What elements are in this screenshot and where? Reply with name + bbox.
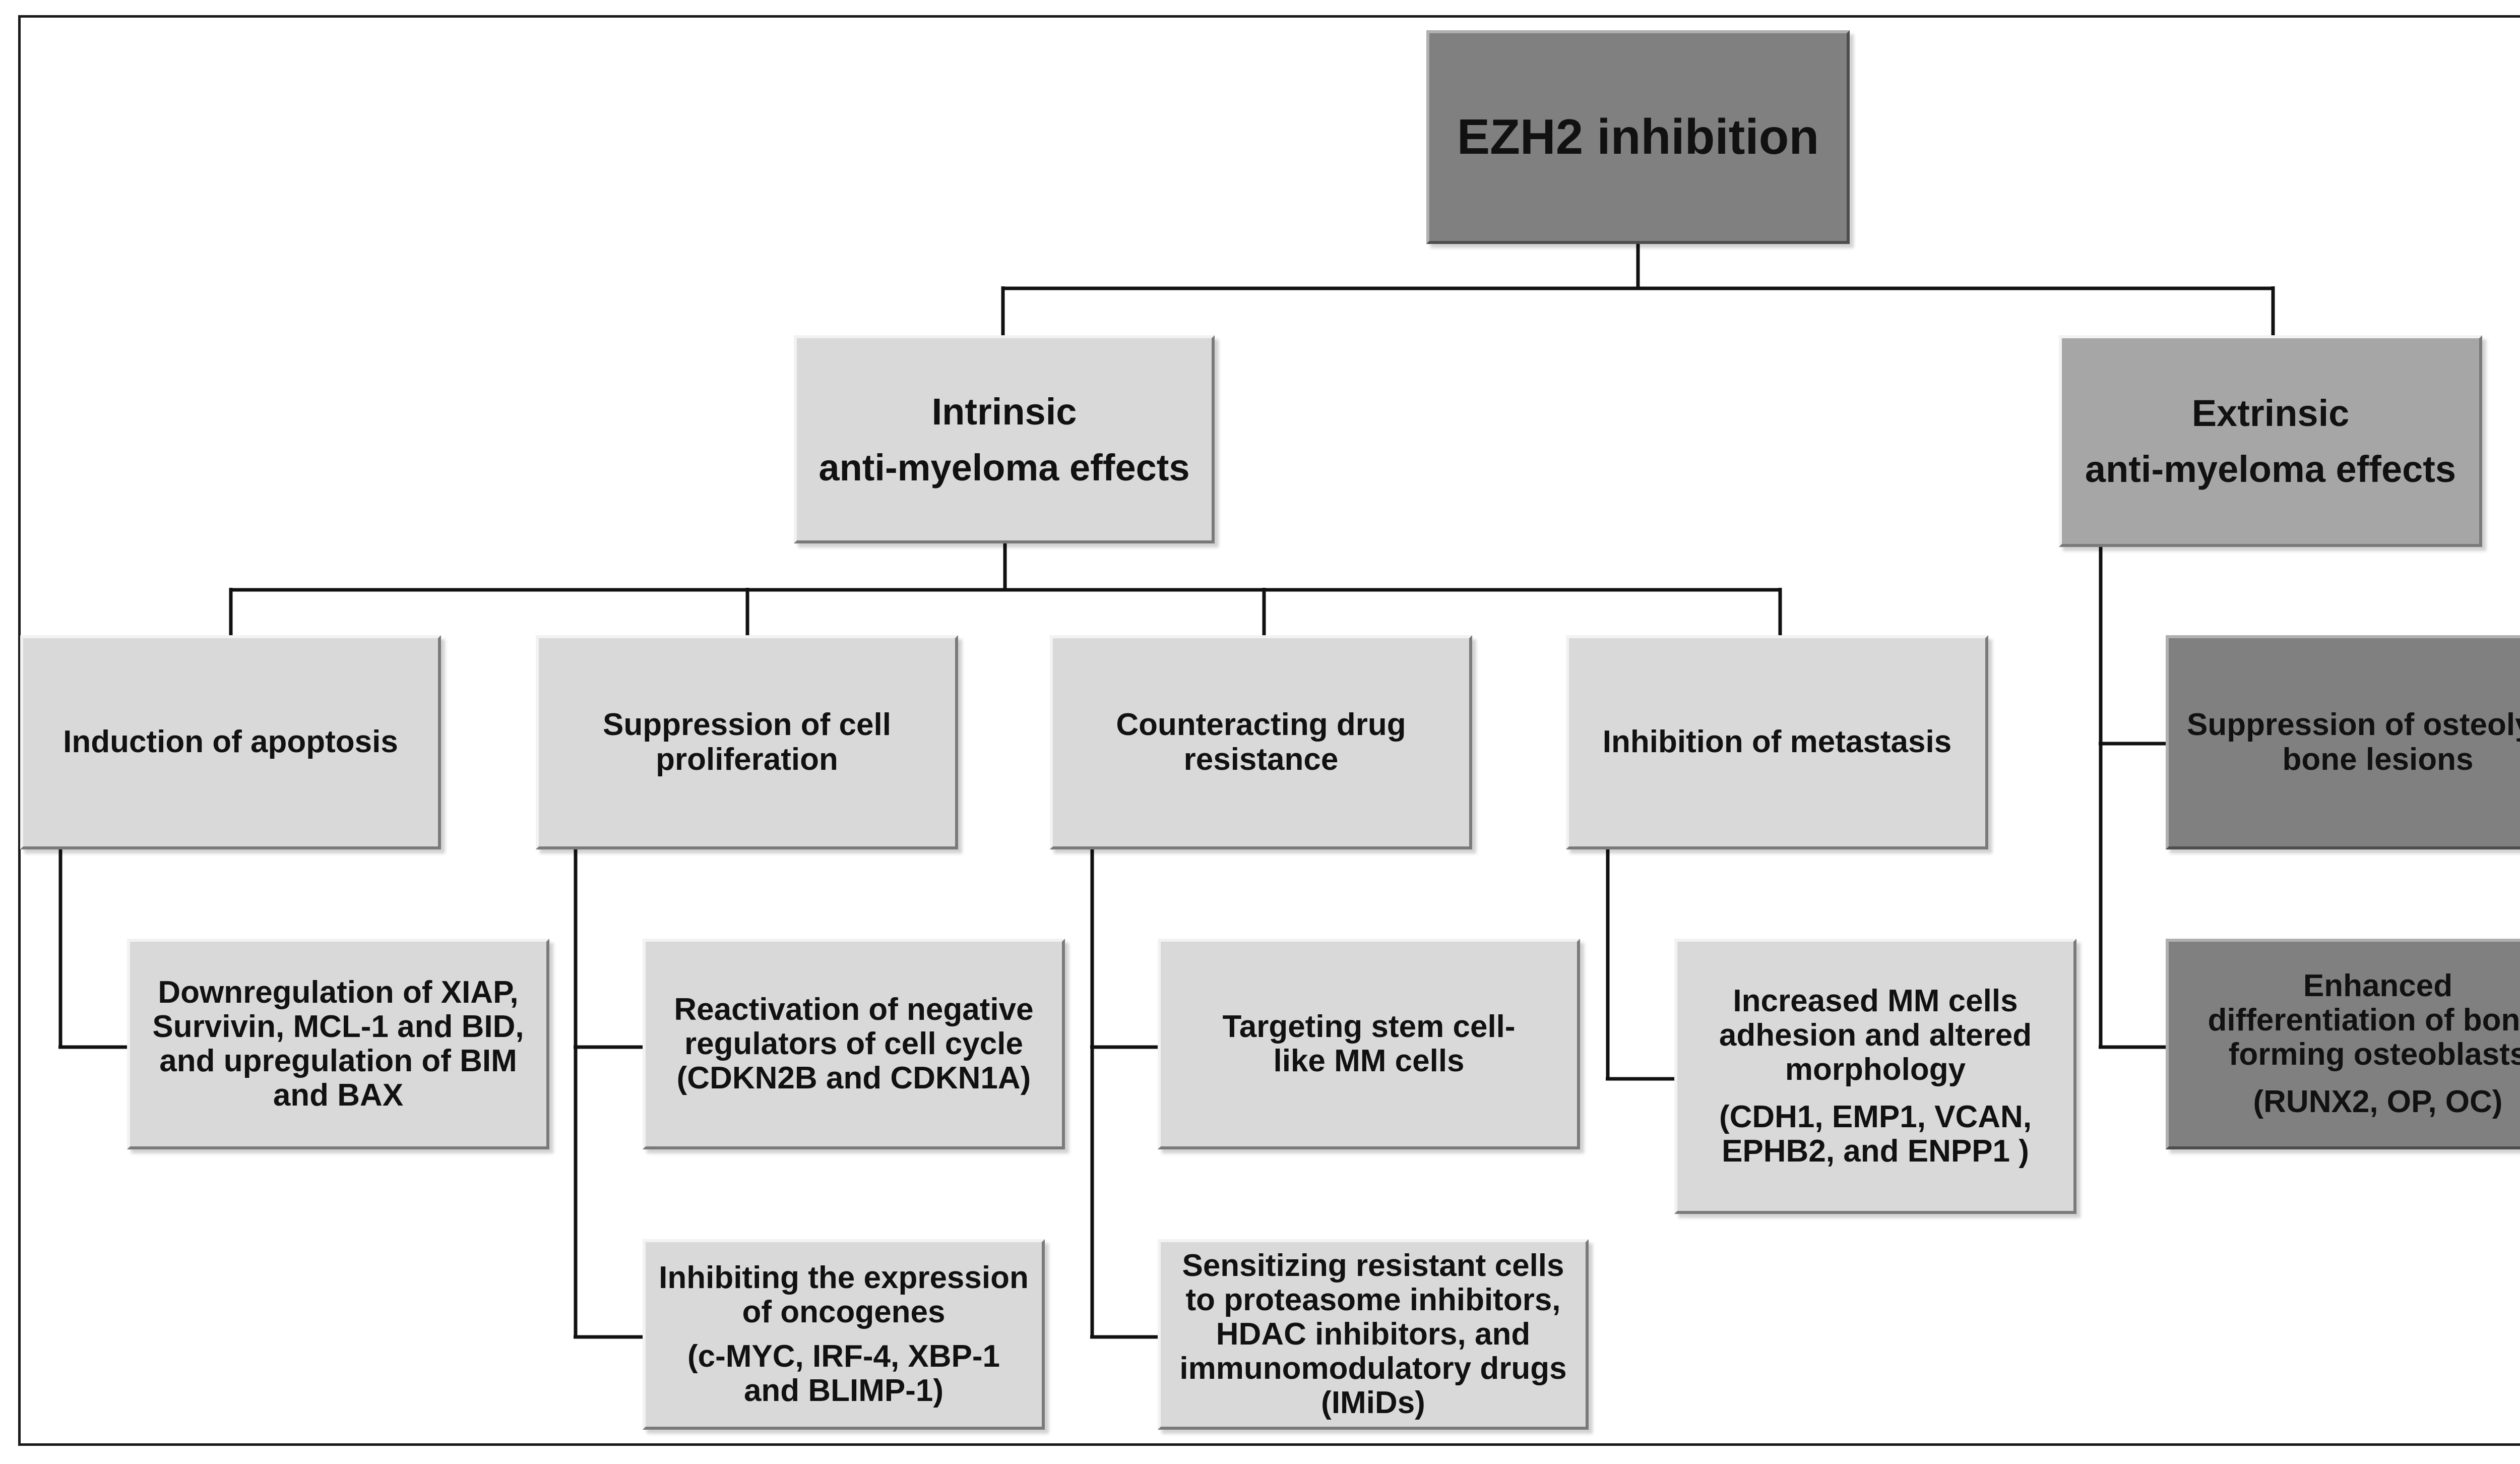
- category-proliferation-label: Suppression of cell proliferation: [603, 707, 891, 777]
- diagram-frame: [18, 15, 2520, 1446]
- leaf-osteolytic-lesions: Suppression of osteolytic bone lesions: [2166, 635, 2520, 849]
- leaf-osteolytic-lesions-text: Suppression of osteolytic bone lesions: [2187, 707, 2520, 777]
- extrinsic-title-line2: anti-myeloma effects: [2085, 448, 2456, 490]
- leaf-sensitizing-resistant-cells: Sensitizing resistant cells to proteasom…: [1158, 1239, 1589, 1430]
- intrinsic-title-line2: anti-myeloma effects: [818, 446, 1190, 489]
- leaf-oncogene-expression: Inhibiting the expression of oncogenes (…: [643, 1239, 1045, 1430]
- category-apoptosis-label: Induction of apoptosis: [63, 724, 398, 760]
- leaf-sensitizing-resistant-cells-text: Sensitizing resistant cells to proteasom…: [1179, 1248, 1567, 1421]
- category-proliferation: Suppression of cell proliferation: [536, 635, 958, 849]
- leaf-adhesion-morphology-genes: (CDH1, EMP1, VCAN, EPHB2, and ENPP1 ): [1719, 1100, 2032, 1169]
- leaf-osteoblast-differentiation-genes: (RUNX2, OP, OC): [2253, 1084, 2503, 1120]
- category-metastasis-label: Inhibition of metastasis: [1602, 724, 1952, 760]
- leaf-osteoblast-differentiation-text: Enhanced differentiation of bone-forming…: [2208, 968, 2520, 1072]
- extrinsic-title-line1: Extrinsic: [2191, 392, 2350, 434]
- leaf-adhesion-morphology-text: Increased MM cells adhesion and altered …: [1719, 983, 2032, 1087]
- leaf-oncogene-expression-genes: (c-MYC, IRF-4, XBP-1 and BLIMP-1): [687, 1339, 1000, 1409]
- leaf-cell-cycle-regulators: Reactivation of negative regulators of c…: [643, 939, 1065, 1149]
- leaf-adhesion-morphology: Increased MM cells adhesion and altered …: [1674, 939, 2076, 1214]
- leaf-osteoblast-differentiation: Enhanced differentiation of bone-forming…: [2166, 939, 2520, 1149]
- intrinsic-node: Intrinsic anti-myeloma effects: [794, 335, 1215, 543]
- leaf-apoptosis-regulators: Downregulation of XIAP, Survivin, MCL-1 …: [127, 939, 549, 1149]
- leaf-stem-cells: Targeting stem cell-like MM cells: [1158, 939, 1580, 1149]
- category-drug-resistance-label: Counteracting drug resistance: [1116, 707, 1406, 777]
- category-apoptosis: Induction of apoptosis: [20, 635, 441, 849]
- intrinsic-title-line1: Intrinsic: [931, 390, 1077, 433]
- category-drug-resistance: Counteracting drug resistance: [1050, 635, 1472, 849]
- root-label: EZH2 inhibition: [1457, 109, 1819, 165]
- extrinsic-node: Extrinsic anti-myeloma effects: [2059, 335, 2482, 547]
- category-metastasis: Inhibition of metastasis: [1566, 635, 1988, 849]
- leaf-cell-cycle-regulators-text: Reactivation of negative regulators of c…: [674, 992, 1034, 1096]
- root-node: EZH2 inhibition: [1426, 30, 1850, 244]
- leaf-oncogene-expression-text: Inhibiting the expression of oncogenes: [659, 1260, 1029, 1329]
- leaf-apoptosis-regulators-text: Downregulation of XIAP, Survivin, MCL-1 …: [152, 974, 524, 1113]
- leaf-stem-cells-text: Targeting stem cell-like MM cells: [1222, 1009, 1516, 1078]
